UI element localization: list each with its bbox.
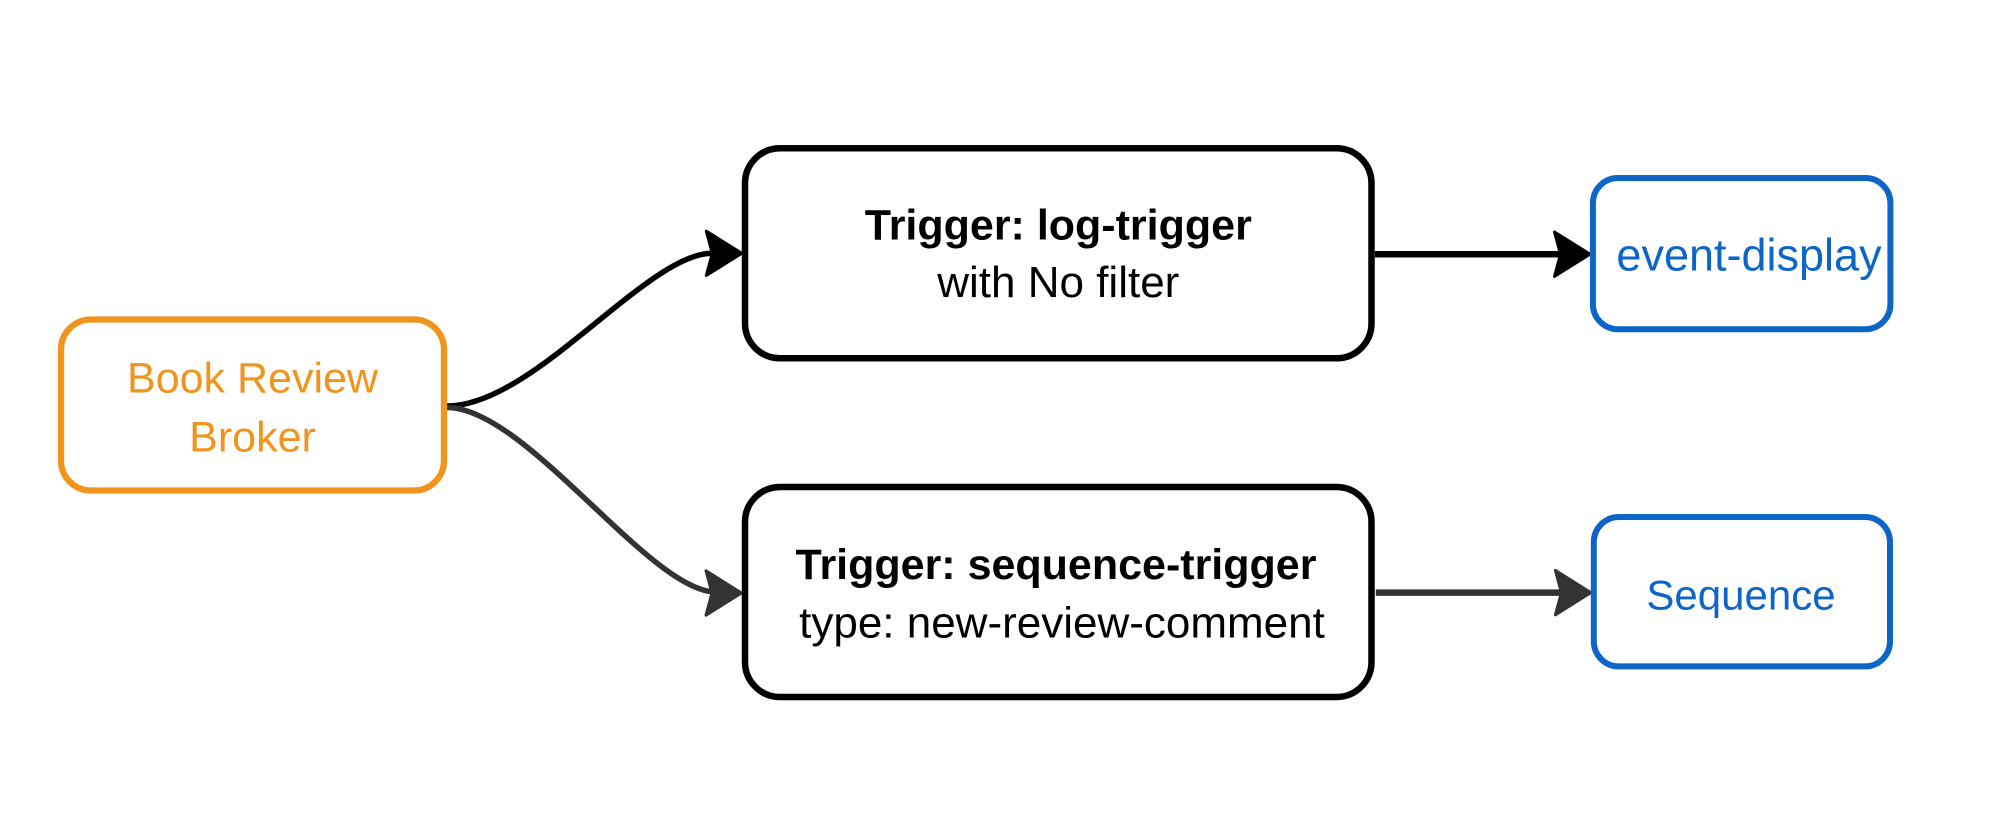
svg-text:with No filter: with No filter — [936, 258, 1179, 307]
svg-text:Book Review: Book Review — [127, 355, 379, 403]
svg-text:Broker: Broker — [189, 414, 316, 462]
svg-text:event-display: event-display — [1616, 230, 1882, 281]
svg-text:Trigger: log-trigger: Trigger: log-trigger — [865, 202, 1252, 250]
svg-text:Trigger: sequence-trigger: Trigger: sequence-trigger — [796, 541, 1317, 589]
svg-text:Sequence: Sequence — [1646, 571, 1835, 618]
svg-text:type: new-review-comment: type: new-review-comment — [799, 599, 1325, 648]
